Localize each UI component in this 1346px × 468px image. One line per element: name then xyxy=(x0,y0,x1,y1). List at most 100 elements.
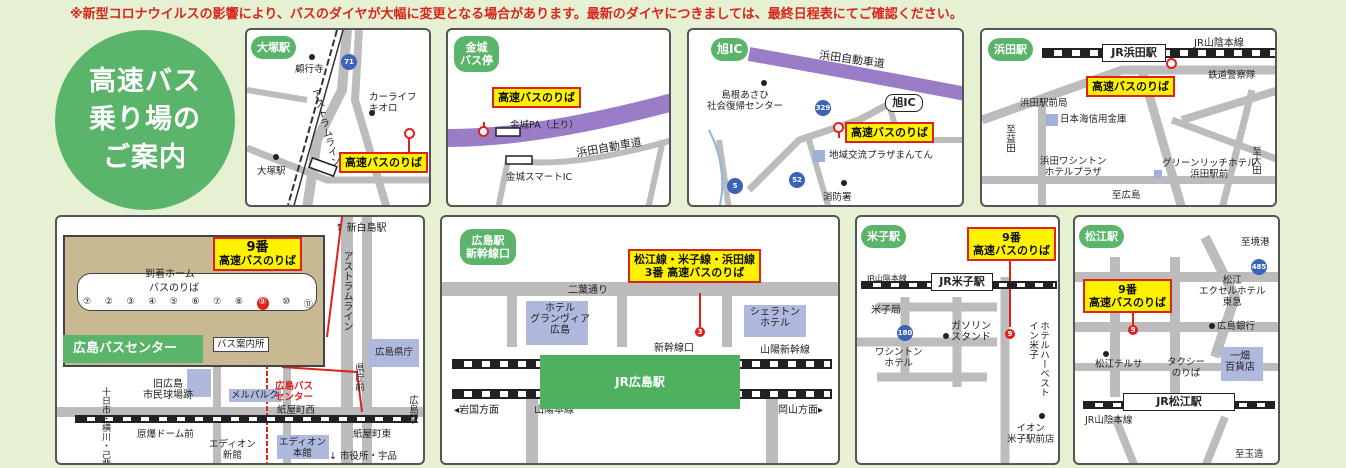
route-485-icon: 485 xyxy=(1251,259,1267,275)
label-kenchomae: 県庁前 xyxy=(353,363,364,392)
hamada-tag: 浜田駅 xyxy=(988,38,1033,61)
map-kanagi: 金城 バス停 高速バスのりば 金城PA（上り） 浜田自動車道 金城スマートIC xyxy=(446,28,671,207)
otsuka-tag: 大塚駅 xyxy=(251,36,296,59)
label-sheraton: シェラトン ホテル xyxy=(750,307,800,329)
bay-1: ⑦ xyxy=(83,297,92,307)
label-asahi-fire: 消防署 xyxy=(823,192,852,203)
label-hamada-post: 浜田駅前局 xyxy=(1020,98,1068,109)
label-shin-hakushima: ↑ 新白島駅 xyxy=(335,223,387,234)
yonago-stop-pin: 9 xyxy=(1005,329,1015,339)
label-kencho: 広島県庁 xyxy=(375,347,414,358)
label-bus-info: バス案内所 xyxy=(213,337,269,352)
label-matsue-bank: 広島銀行 xyxy=(1217,321,1256,332)
hamada-station-box: JR浜田駅 xyxy=(1102,44,1166,62)
bay-8: ⑧ xyxy=(234,297,243,307)
label-hamada-nihonkai: 日本海信用金庫 xyxy=(1060,114,1127,125)
bay-6: ⑥ xyxy=(191,297,200,307)
map-hiroshima-bc: 到着ホーム バスのりば ⑦ ② ③ ④ ⑤ ⑥ ⑦ ⑧ ⑨ ⑩ ⑪ 9番 高速バ… xyxy=(55,215,425,465)
label-matsue-excel: 松江 エクセルホテル 東急 xyxy=(1199,275,1266,308)
title-line-2: 乗り場の xyxy=(89,104,201,135)
otsuka-stop-pin xyxy=(404,128,415,139)
bay-10: ⑩ xyxy=(282,297,291,307)
fire-marker xyxy=(841,180,847,186)
kanagi-tag: 金城 バス停 xyxy=(454,36,499,72)
granvia-building xyxy=(526,301,588,345)
hiroshima-st-stop-pin: 3 xyxy=(695,327,705,337)
title-line-3: ご案内 xyxy=(103,142,187,173)
label-yonago-washington: ワシントン ホテル xyxy=(875,347,923,369)
gas-marker xyxy=(943,333,949,339)
label-kamiyacho-higashi: 紙屋町東 xyxy=(353,429,392,440)
bank-marker xyxy=(1209,323,1215,329)
label-matsue-taxi: タクシー のりば xyxy=(1167,357,1206,379)
map-matsue: 松江駅 至境港 485 9番 高速バスのりば 松江 エクセルホテル 東急 広島銀… xyxy=(1073,215,1280,465)
asahi-ic-box: 旭IC xyxy=(885,94,923,112)
label-aeon-shinkan: エディオン 新館 xyxy=(209,439,256,461)
route-329-icon: 329 xyxy=(815,100,831,116)
hiroshima-st-roads xyxy=(442,282,838,463)
aeon-honkan-building xyxy=(277,435,329,459)
aeon-marker xyxy=(1039,413,1045,419)
label-kamiyacho-nishi: 紙屋町西 xyxy=(277,405,316,416)
matsue-stop-label: 9番 高速バスのりば xyxy=(1083,279,1172,313)
matsue-roads xyxy=(1075,234,1278,463)
bay-5: ⑤ xyxy=(169,297,178,307)
asahi-tag: 旭IC xyxy=(711,38,749,61)
map-hamada: 浜田駅 JR浜田駅 JR山陰本線 高速バスのりば 鉄道警察隊 浜田駅前局 日本海… xyxy=(980,28,1277,207)
route-52-icon: 52 xyxy=(789,172,805,188)
label-stadium: 旧広島 市民球場跡 xyxy=(143,379,193,401)
label-hamada-line: JR山陰本線 xyxy=(1194,38,1244,49)
terrsa-marker xyxy=(1103,351,1109,357)
hamada-roads xyxy=(982,60,1275,205)
label-hamada-greenrich: グリーンリッチホテル 浜田駅前 xyxy=(1162,158,1257,180)
bc-stop-number: 9番 xyxy=(246,240,269,255)
label-to-sakaiminato: 至境港 xyxy=(1241,237,1270,248)
route-180-icon: 180 xyxy=(897,325,913,341)
label-matsue-ichibata: 一畑 百貨店 xyxy=(1225,351,1255,373)
yonago-roads xyxy=(857,261,1011,463)
yonago-stop-label: 9番 高速バスのりば xyxy=(967,227,1056,261)
label-yonago-gas: ガソリン スタンド xyxy=(951,321,991,343)
bay-9: ⑨ xyxy=(256,297,269,310)
matsue-station-box: JR松江駅 xyxy=(1123,393,1235,411)
label-bc-astram: アストラムライン xyxy=(341,251,352,331)
label-carlife: カーライフ キオロ xyxy=(369,92,417,114)
yonago-tag: 米子駅 xyxy=(861,225,906,248)
stadium-building xyxy=(187,369,211,397)
label-yonago-harvest: ホテルハーベスト イン米子 xyxy=(1027,321,1049,397)
label-yonago-aeon: イオン 米子駅前店 xyxy=(1007,423,1055,445)
label-bc-small: 広島バス センター xyxy=(275,381,314,403)
label-kengyo: 顧行寺 xyxy=(295,64,324,75)
hiroshima-st-stop-label: 松江線・米子線・浜田線 3番 高速バスのりば xyxy=(628,249,761,283)
label-to-masuda: 至益田 xyxy=(1004,124,1015,153)
temple-marker xyxy=(309,54,315,60)
asahi-stop-label: 高速バスのりば xyxy=(845,122,934,143)
label-yonago-line: JR山陰本線 xyxy=(867,274,907,283)
map-hiroshima-st: 広島駅 新幹線口 松江線・米子線・浜田線 3番 高速バスのりば 二葉通り ホテル… xyxy=(440,215,840,465)
bc-stop-text: 高速バスのりば xyxy=(219,254,296,267)
label-sanyo-shinkansen: 山陽新幹線 xyxy=(760,345,810,356)
sheraton-building xyxy=(744,305,806,337)
matsue-tag: 松江駅 xyxy=(1079,225,1124,248)
carlife-marker xyxy=(369,110,375,116)
route-5-icon: 5 xyxy=(727,178,743,194)
otsuka-stop-label: 高速バスのりば xyxy=(339,152,428,173)
hiroshima-st-tag: 広島駅 新幹線口 xyxy=(460,229,516,265)
label-arrival: 到着ホーム xyxy=(145,269,195,280)
bay-11: ⑪ xyxy=(303,300,313,310)
label-kanagi-smart: 金城スマートIC xyxy=(506,172,573,183)
hamada-stop-label: 高速バスのりば xyxy=(1086,76,1175,97)
tram-line xyxy=(75,415,417,423)
route-71-icon: 71 xyxy=(341,54,357,70)
ichibata-building xyxy=(1221,347,1263,381)
matsue-stop-pin: 9 xyxy=(1128,325,1138,335)
yonago-station-box: JR米子駅 xyxy=(931,273,993,291)
map-yonago: 米子駅 9番 高速バスのりば JR山陰本線 JR米子駅 米子局 180 ワシント… xyxy=(855,215,1060,465)
greenrich-marker xyxy=(1154,170,1162,178)
label-yonago-post: 米子局 xyxy=(871,305,901,316)
label-matsue-terrsa: 松江テルサ xyxy=(1095,359,1143,370)
covid-notice: ※新型コロナウイルスの影響により、バスのダイヤが大幅に変更となる場合があります。… xyxy=(70,7,963,22)
label-asahi-plaza: 地域交流プラザまんてん xyxy=(829,150,934,161)
hiroshima-station-block: JR広島駅 xyxy=(540,355,740,409)
nihonkai-marker xyxy=(1046,114,1058,126)
